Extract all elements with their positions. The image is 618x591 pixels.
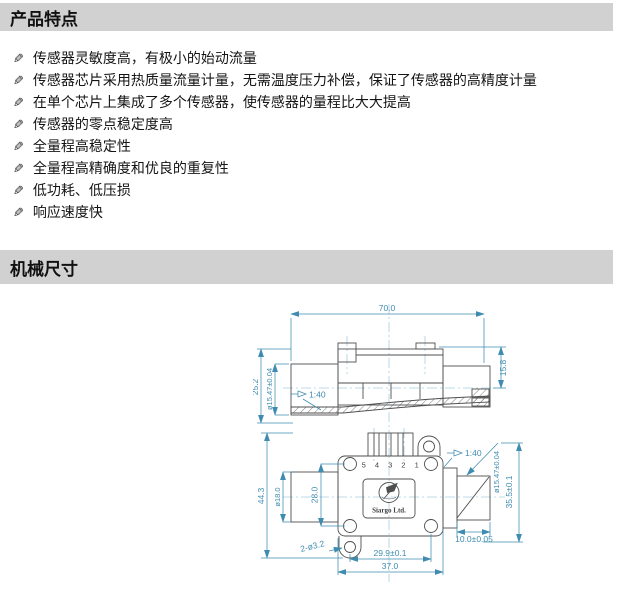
flow-sensor-drawing: 70.0 25.2 ø15.47±0.04 15.8 1:40	[250, 303, 523, 582]
front-view-outline	[290, 432, 491, 559]
section-title: 产品特点	[10, 9, 78, 29]
front-view-dimensions	[261, 432, 523, 575]
list-item: ✎ 传感器芯片采用热质量流量计量，无需温度压力补偿，保证了传感器的高精度计量	[13, 69, 537, 91]
dim-front-inlet-diameter: ø18.0	[273, 487, 282, 506]
dim-side-taper: 1:40	[309, 390, 326, 400]
list-item: ✎ 全量程高稳定性	[13, 135, 537, 157]
dim-side-right-height: 15.8	[498, 359, 508, 376]
list-item: ✎ 响应速度快	[13, 201, 537, 223]
list-item: ✎ 传感器灵敏度高，有极小的始动流量	[13, 47, 537, 69]
list-item: ✎ 低功耗、低压损	[13, 179, 537, 201]
pen-icon: ✎	[13, 204, 24, 220]
list-item: ✎ 在单个芯片上集成了多个传感器，使传感器的量程比大大提高	[13, 91, 537, 113]
dim-front-mounting-holes: 2-ø3.2	[299, 538, 326, 554]
section-header-product-features: 产品特点	[0, 3, 613, 31]
dim-front-hole-spacing-h: 29.9±0.1	[373, 548, 406, 558]
pen-icon: ✎	[13, 182, 24, 198]
feature-text: 在单个芯片上集成了多个传感器，使传感器的量程比大大提高	[32, 94, 411, 110]
side-view-outline	[290, 342, 491, 416]
section-header-mechanical-dimensions: 机械尺寸	[0, 250, 613, 284]
feature-text: 传感器芯片采用热质量流量计量，无需温度压力补偿，保证了传感器的高精度计量	[32, 72, 537, 88]
dim-front-height: 44.3	[256, 487, 266, 504]
pin-numbers-label: 5 4 3 2 1	[362, 461, 423, 470]
section-title: 机械尺寸	[10, 259, 78, 279]
pen-icon: ✎	[13, 138, 24, 154]
brand-label: Siargo Ltd.	[372, 507, 406, 515]
feature-text: 全量程高精确度和优良的重复性	[32, 160, 229, 176]
pen-icon: ✎	[13, 116, 24, 132]
feature-text: 全量程高稳定性	[32, 138, 131, 154]
list-item: ✎ 全量程高精确度和优良的重复性	[13, 157, 537, 179]
dim-front-outlet-diameter: ø15.47±0.04	[492, 451, 501, 493]
pen-icon: ✎	[13, 50, 24, 66]
dim-side-port-diameter: ø15.47±0.04	[265, 368, 274, 410]
pen-icon: ✎	[13, 94, 24, 110]
feature-text: 传感器灵敏度高，有极小的始动流量	[32, 50, 257, 66]
dim-side-height: 25.2	[253, 378, 260, 395]
side-view-dimensions	[257, 311, 506, 424]
list-item: ✎ 传感器的零点稳定度高	[13, 113, 537, 135]
feature-list: ✎ 传感器灵敏度高，有极小的始动流量 ✎ 传感器芯片采用热质量流量计量，无需温度压力…	[13, 47, 537, 223]
pen-icon: ✎	[13, 160, 24, 176]
dim-front-right-height: 35.5±0.1	[504, 475, 514, 508]
mechanical-drawing: 70.0 25.2 ø15.47±0.04 15.8 1:40	[250, 290, 618, 586]
feature-text: 响应速度快	[32, 204, 103, 220]
dim-side-width: 70.0	[379, 303, 396, 313]
dim-front-hole-spacing-v: 28.0	[310, 486, 320, 503]
pen-icon: ✎	[13, 72, 24, 88]
dim-front-taper: 1:40	[465, 448, 482, 458]
dim-front-body-width: 37.0	[382, 561, 399, 571]
feature-text: 低功耗、低压损	[32, 182, 131, 198]
feature-text: 传感器的零点稳定度高	[32, 116, 173, 132]
dim-front-outlet-length: 10.0±0.05	[455, 534, 493, 544]
